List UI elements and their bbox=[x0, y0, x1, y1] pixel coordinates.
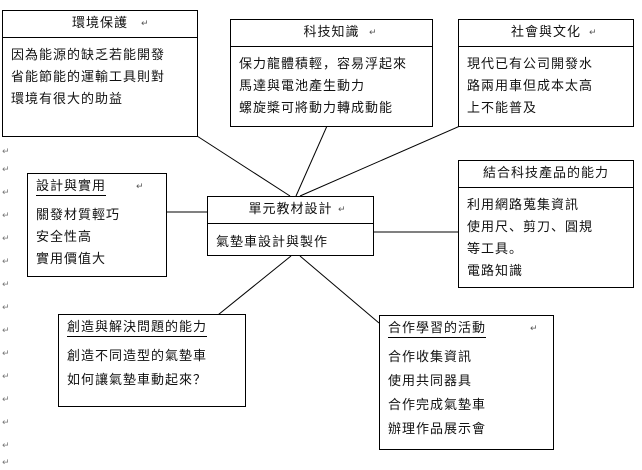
center-title-text: 單元教材設計 bbox=[248, 202, 333, 217]
box-society: 社會與文化 ↵ 現代已有公司開發水 路兩用車但成本太高 上不能普及 bbox=[458, 19, 634, 127]
paragraph-mark: ↵ bbox=[2, 395, 10, 405]
title-rule bbox=[459, 187, 633, 188]
box-line: 保力龍體積輕，容易浮起來 bbox=[239, 57, 408, 72]
box-title: 環境保護 bbox=[3, 13, 197, 35]
box-center: 單元教材設計 ↵ 氣墊車設計與製作 bbox=[207, 196, 374, 256]
box-line: 環境有很大的助益 bbox=[11, 92, 124, 107]
box-line: 上不能普及 bbox=[467, 101, 538, 116]
box-line: 合作完成氣墊車 bbox=[388, 398, 487, 413]
paragraph-mark: ↵ bbox=[2, 147, 10, 157]
title-rule bbox=[208, 223, 373, 224]
box-title-text: 科技知識 bbox=[303, 25, 360, 40]
title-rule bbox=[3, 37, 197, 38]
box-title: 結合科技產品的能力 bbox=[459, 163, 633, 185]
paragraph-mark: ↵ bbox=[338, 205, 346, 215]
paragraph-mark: ↵ bbox=[2, 280, 10, 290]
box-cooperative: 合作學習的活動 ↵ 合作收集資訊 使用共同器具 合作完成氣墊車 辦理作品展示會 bbox=[379, 315, 554, 450]
connector-problem-solving bbox=[207, 255, 292, 324]
box-line: 使用尺、剪刀、圓規 bbox=[467, 220, 594, 235]
box-line: 安全性高 bbox=[36, 230, 93, 245]
box-line: 利用網路蒐集資訊 bbox=[467, 198, 580, 213]
paragraph-mark: ↵ bbox=[589, 28, 597, 38]
box-line: 路兩用車但成本太高 bbox=[467, 79, 594, 94]
box-title: 創造與解決問題的能力 bbox=[67, 317, 245, 339]
paragraph-mark: ↵ bbox=[2, 211, 10, 221]
paragraph-mark: ↵ bbox=[2, 165, 10, 175]
connector-technology bbox=[295, 125, 328, 197]
box-design: 設計與實用 ↵ 關發材質輕巧 安全性高 實用價值大 bbox=[27, 173, 167, 277]
paragraph-mark: ↵ bbox=[141, 19, 149, 29]
box-title-text: 創造與解決問題的能力 bbox=[67, 320, 208, 337]
center-line: 氣墊車設計與製作 bbox=[216, 235, 329, 250]
paragraph-mark: ↵ bbox=[2, 303, 10, 313]
box-technology: 科技知識 ↵ 保力龍體積輕，容易浮起來 馬達與電池產生動力 螺旋槳可將動力轉成動… bbox=[230, 19, 433, 127]
box-tech-products: 結合科技產品的能力 利用網路蒐集資訊 使用尺、剪刀、圓規 等工具。 電路知識 bbox=[458, 160, 634, 288]
box-title: 合作學習的活動 bbox=[388, 318, 553, 340]
paragraph-mark: ↵ bbox=[2, 372, 10, 382]
center-title: 單元教材設計 bbox=[208, 199, 373, 221]
box-line: 電路知識 bbox=[467, 264, 524, 279]
box-line: 創造不同造型的氣墊車 bbox=[67, 349, 208, 364]
connector-environment bbox=[196, 135, 291, 197]
paragraph-mark: ↵ bbox=[2, 418, 10, 428]
box-title-text: 環境保護 bbox=[71, 16, 128, 31]
box-title-text: 社會與文化 bbox=[510, 25, 581, 40]
title-rule bbox=[459, 46, 633, 47]
box-line: 馬達與電池產生動力 bbox=[239, 79, 366, 94]
box-line: 如何讓氣墊車動起來？ bbox=[67, 373, 208, 388]
box-line: 因為能源的缺乏若能開發 bbox=[11, 48, 166, 63]
box-title-text: 結合科技產品的能力 bbox=[482, 166, 609, 181]
paragraph-mark: ↵ bbox=[2, 257, 10, 267]
box-environment: 環境保護 ↵ 因為能源的缺乏若能開發 省能節能的運輸工具則對 環境有很大的助益 bbox=[2, 10, 198, 137]
paragraph-mark: ↵ bbox=[2, 188, 10, 198]
box-line: 省能節能的運輸工具則對 bbox=[11, 70, 166, 85]
box-line: 實用價值大 bbox=[36, 252, 107, 267]
paragraph-mark: ↵ bbox=[2, 441, 10, 451]
paragraph-mark: ↵ bbox=[2, 326, 10, 336]
box-line: 現代已有公司開發水 bbox=[467, 57, 594, 72]
paragraph-mark: ↵ bbox=[136, 182, 144, 192]
box-line: 關發材質輕巧 bbox=[36, 208, 121, 223]
paragraph-mark: ↵ bbox=[2, 458, 10, 468]
box-problem-solving: 創造與解決問題的能力 創造不同造型的氣墊車 如何讓氣墊車動起來？ bbox=[58, 314, 246, 407]
paragraph-mark: ↵ bbox=[369, 28, 377, 38]
box-line: 合作收集資訊 bbox=[388, 350, 473, 365]
paragraph-mark: ↵ bbox=[2, 349, 10, 359]
box-title: 設計與實用 bbox=[36, 176, 166, 198]
box-line: 螺旋槳可將動力轉成動能 bbox=[239, 101, 394, 116]
box-title: 科技知識 bbox=[231, 22, 432, 44]
box-title: 社會與文化 bbox=[459, 22, 633, 44]
box-line: 辦理作品展示會 bbox=[388, 422, 487, 437]
box-title-text: 設計與實用 bbox=[36, 179, 107, 196]
paragraph-mark: ↵ bbox=[2, 234, 10, 244]
connector-cooperative bbox=[299, 255, 380, 324]
box-title-text: 合作學習的活動 bbox=[388, 321, 487, 338]
connector-society bbox=[299, 125, 461, 197]
box-line: 使用共同器具 bbox=[388, 374, 473, 389]
box-line: 等工具。 bbox=[467, 242, 524, 257]
paragraph-mark: ↵ bbox=[530, 324, 538, 334]
title-rule bbox=[231, 46, 432, 47]
